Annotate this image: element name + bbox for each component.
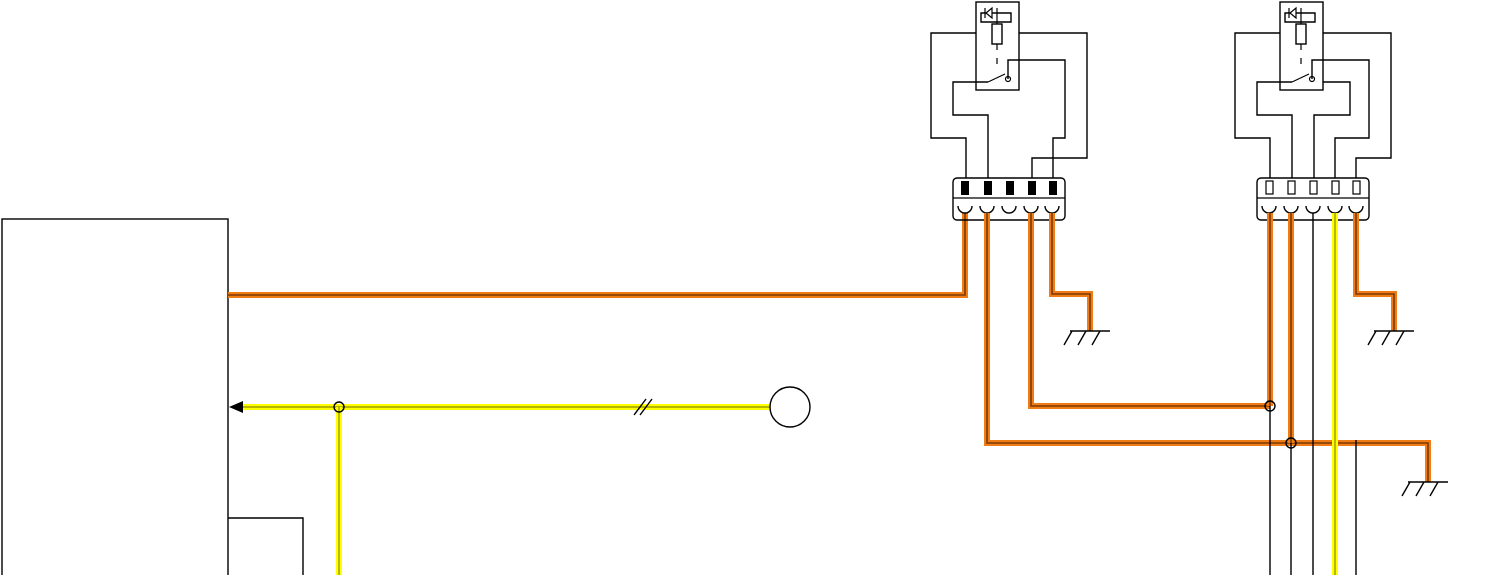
ground-icon [1401, 481, 1449, 497]
sensor-icon [769, 386, 811, 428]
wire-sensor-to-box [229, 398, 770, 575]
ground-icon [1063, 330, 1111, 346]
ground-icon [1367, 330, 1415, 346]
pin-icon [1309, 180, 1318, 195]
pin-icon [1265, 180, 1274, 195]
wire-box-to-relay-left [228, 213, 968, 298]
junction-dot [333, 401, 345, 413]
pin-icon [961, 181, 969, 195]
wire-relay-left-pin4-to-right-pin1 [1028, 213, 1273, 409]
relay-left [930, 1, 1088, 221]
pin-icon [1049, 181, 1057, 195]
pin-icon [1352, 180, 1361, 195]
wire-relay-left-pin2-to-ground-3 [984, 213, 1431, 482]
pin-icon [1331, 180, 1340, 195]
control-box [1, 218, 304, 575]
right-relay-bus [1264, 213, 1357, 575]
junction-dot [1264, 400, 1276, 412]
pin-icon [1287, 180, 1296, 195]
wire-relay-left-to-ground-1 [1049, 213, 1093, 331]
wire-relay-right-to-ground-2 [1353, 213, 1397, 331]
relay-right [1234, 1, 1392, 221]
connector-left [952, 177, 1066, 221]
pin-icon [984, 181, 992, 195]
pin-icon [1028, 181, 1036, 195]
pin-icon [1006, 181, 1014, 195]
arrow-icon [229, 401, 243, 413]
junction-dot [1285, 437, 1297, 449]
